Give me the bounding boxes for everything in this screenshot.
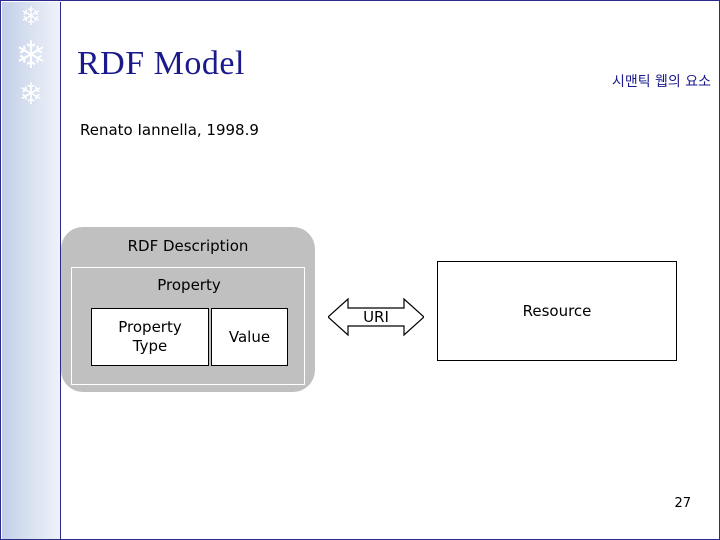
header-right-label: 시맨틱 웹의 요소 <box>611 74 711 90</box>
property-type-box: Property Type <box>91 308 209 366</box>
snowflake-icon: ❄ <box>15 33 47 77</box>
snowflake-icon: ❄ <box>20 2 42 32</box>
property-label: Property <box>157 276 221 294</box>
resource-label: Resource <box>522 302 592 320</box>
decorative-left-band: ❄ ❄ ❄ <box>2 2 61 539</box>
author-citation: Renato Iannella, 1998.9 <box>80 121 259 139</box>
property-type-line1: Property <box>118 318 182 337</box>
resource-box: Resource <box>437 261 677 361</box>
property-type-line2: Type <box>132 337 168 355</box>
snowflake-icon: ❄ <box>18 77 44 112</box>
page-number: 27 <box>674 496 691 511</box>
property-container: Property Property Type Value <box>71 267 305 385</box>
page-title: RDF Model <box>77 45 245 82</box>
rdf-description-label: RDF Description <box>127 237 249 255</box>
double-arrow-icon <box>328 297 424 337</box>
value-label: Value <box>228 328 271 346</box>
uri-double-arrow: URI <box>328 294 424 340</box>
uri-label: URI <box>363 308 389 326</box>
rdf-description-container: RDF Description Property Property Type V… <box>61 227 315 392</box>
value-box: Value <box>211 308 288 366</box>
